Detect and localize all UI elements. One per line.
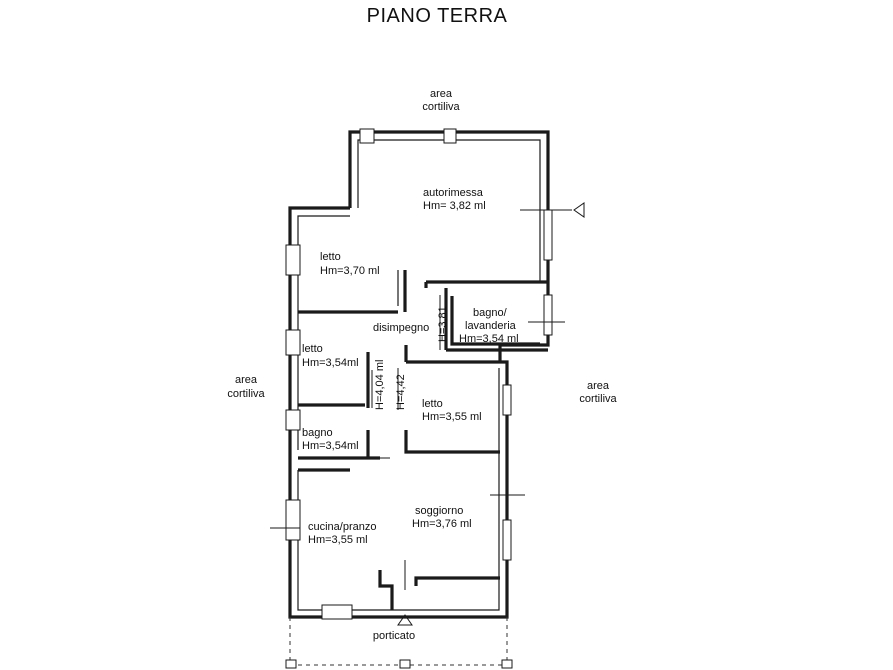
- autorimessa-height: Hm= 3,82 ml: [423, 200, 486, 212]
- letto-2-label: letto: [302, 343, 323, 355]
- letto-2-height: Hm=3,54ml: [302, 357, 359, 369]
- area-left-label: cortiliva: [227, 388, 265, 400]
- passage-height: H=4,42: [395, 374, 407, 410]
- bagno-label: bagno: [302, 427, 333, 439]
- soggiorno-height: Hm=3,76 ml: [412, 518, 472, 530]
- letto-1-height: Hm=3,70 ml: [320, 265, 380, 277]
- section-marks: [270, 202, 585, 626]
- porticato-outline: [285, 617, 513, 669]
- passage-height: H=4,04 ml: [374, 360, 386, 410]
- plan-title: PIANO TERRA: [367, 5, 508, 27]
- area-left-label: area: [235, 374, 258, 386]
- cucina-pranzo-height: Hm=3,55 ml: [308, 534, 368, 546]
- bagno-height: Hm=3,54ml: [302, 440, 359, 452]
- windows: [285, 128, 553, 620]
- cucina-pranzo-label: cucina/pranzo: [308, 521, 377, 533]
- area-right-label: cortiliva: [579, 393, 617, 405]
- area-right-label: area: [587, 380, 610, 392]
- bagno-lavanderia-height: Hm=3,54 ml: [459, 333, 519, 345]
- soggiorno-label: soggiorno: [415, 505, 463, 517]
- porticato-label: porticato: [373, 630, 415, 642]
- disimpegno-label: disimpegno: [373, 322, 429, 334]
- letto-3-height: Hm=3,55 ml: [422, 411, 482, 423]
- area-top-label: cortiliva: [422, 101, 460, 113]
- letto-3-label: letto: [422, 398, 443, 410]
- room-labels: area cortiliva area cortiliva area corti…: [227, 88, 617, 642]
- autorimessa-label: autorimessa: [423, 187, 484, 199]
- disimpegno-height: H=3,81: [437, 306, 449, 342]
- interior-walls: [298, 270, 548, 610]
- bagno-lavanderia-label: bagno/: [473, 307, 508, 319]
- bagno-lavanderia-label: lavanderia: [465, 320, 517, 332]
- area-top-label: area: [430, 88, 453, 100]
- letto-1-label: letto: [320, 251, 341, 263]
